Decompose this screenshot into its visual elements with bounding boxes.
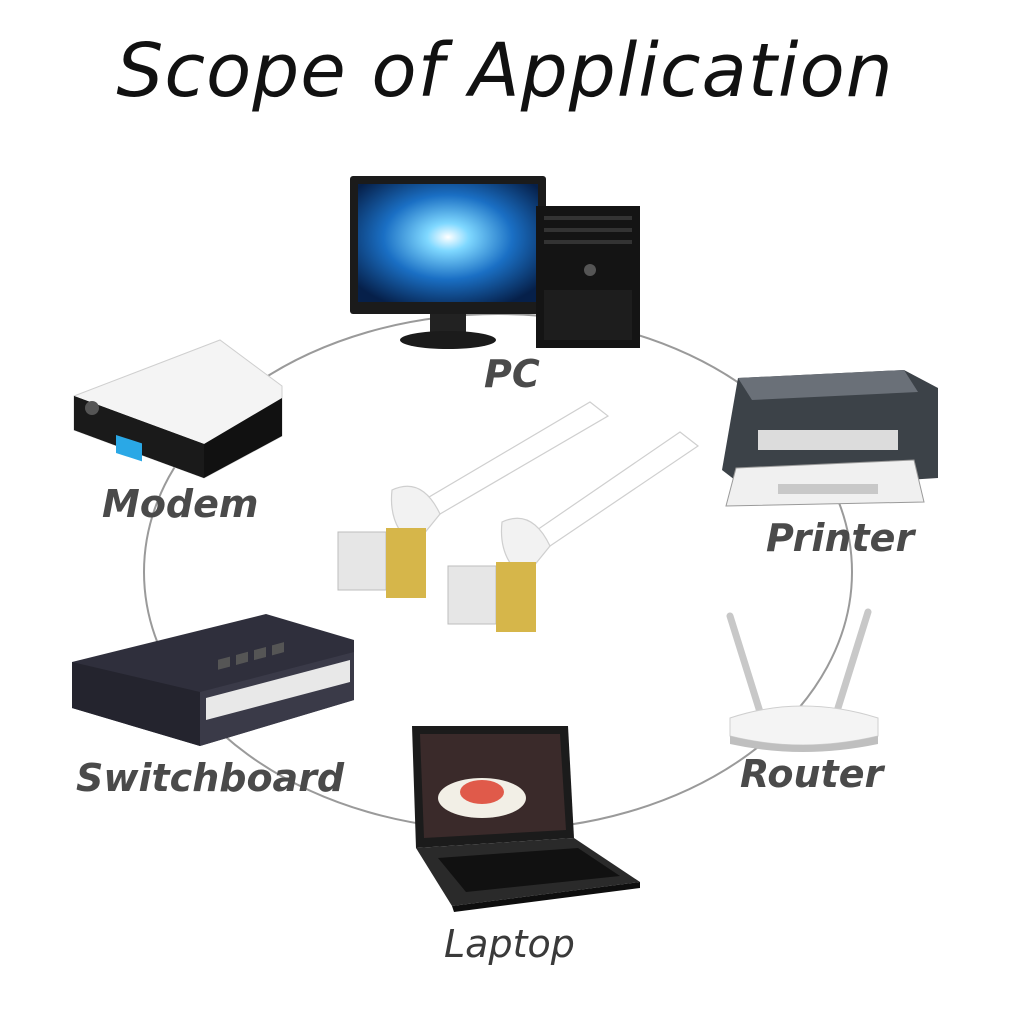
pc-icon: [350, 176, 640, 349]
laptop-label: Laptop: [444, 922, 575, 966]
page-title: Scope of Application: [116, 28, 894, 114]
printer-label: Printer: [766, 516, 915, 560]
switchboard-icon: [72, 614, 354, 746]
router-icon: [726, 608, 879, 752]
laptop-icon: [412, 726, 640, 912]
router-label: Router: [740, 752, 884, 796]
pc-label: PC: [484, 352, 540, 396]
switchboard-label: Switchboard: [76, 756, 345, 800]
ethernet-cable-icon: [337, 401, 700, 632]
printer-icon: [722, 370, 938, 507]
modem-label: Modem: [102, 482, 259, 526]
modem-icon: [73, 339, 283, 479]
